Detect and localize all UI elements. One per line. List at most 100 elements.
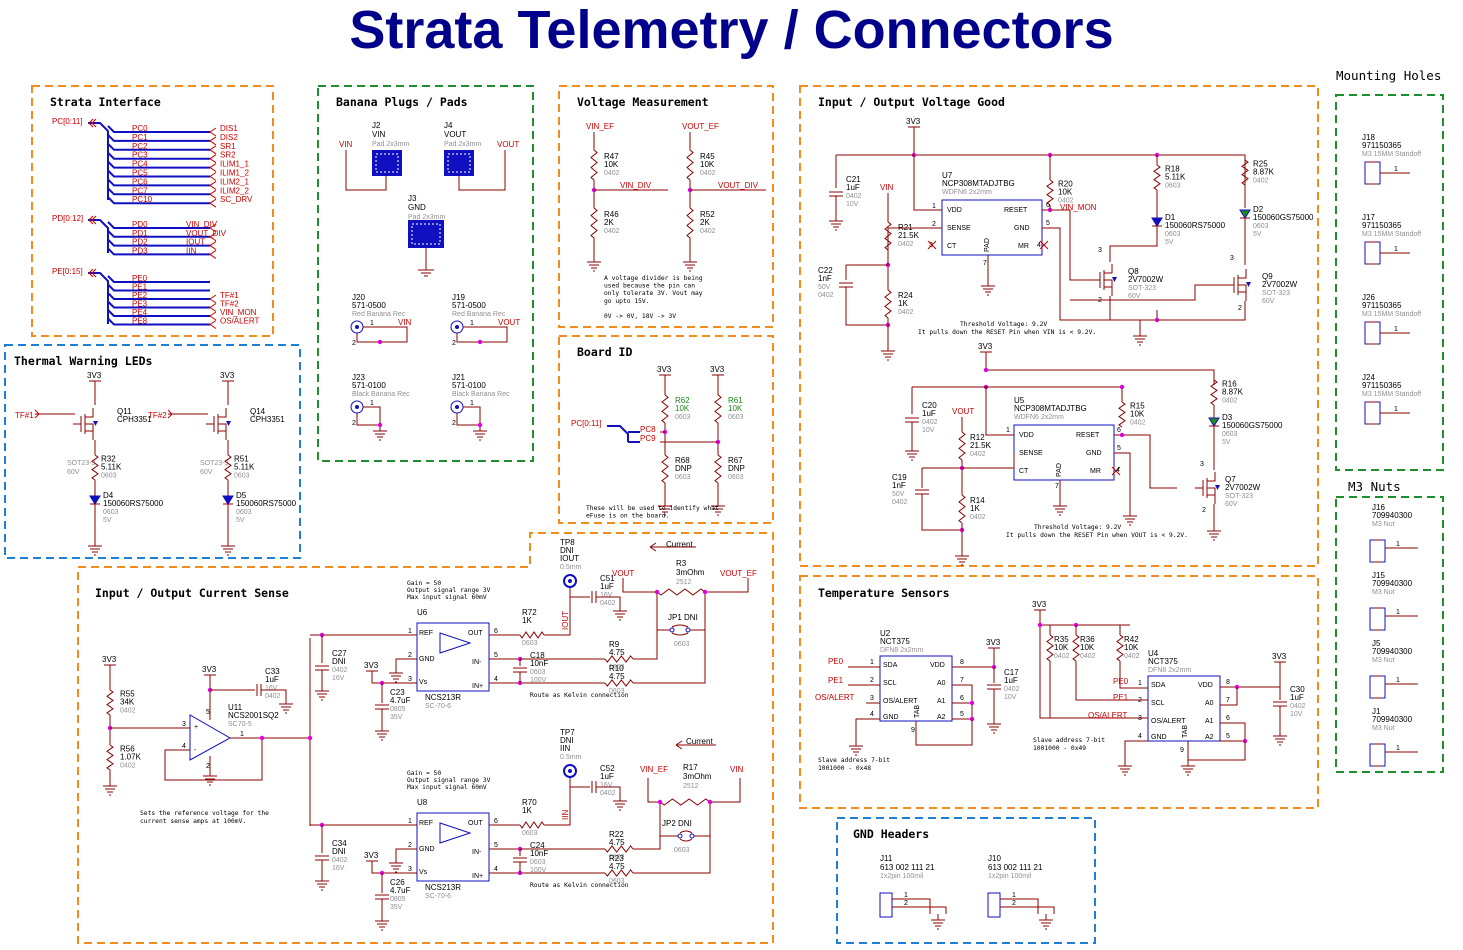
wire (1114, 452, 1131, 510)
pin-number: 1 (1394, 166, 1398, 173)
resistor-ref: R14 (970, 496, 985, 505)
rec-center (455, 405, 459, 409)
amp-pin-inp: IN+ (472, 873, 483, 880)
mosfet-diode (226, 421, 231, 426)
capacitor-text: C26 (390, 878, 405, 887)
pin-number: 1 (1006, 427, 1010, 434)
ground-symbol (315, 875, 329, 891)
capacitor-text: 16V (332, 865, 345, 872)
temperature-box (799, 575, 1319, 809)
mounting-holes-box (1335, 94, 1444, 471)
capacitor (905, 417, 919, 423)
temp-value: NCT375 (880, 637, 910, 646)
svg-text:Pad 2x3mm: Pad 2x3mm (444, 141, 482, 148)
capacitor-text: C22 (818, 266, 833, 275)
led-body (1239, 209, 1251, 219)
resistor-ref: R56 (120, 745, 135, 754)
ground-symbol (711, 500, 725, 516)
pin-number: 7 (983, 260, 987, 267)
bus-wire (107, 187, 210, 196)
bus-pin-label: PC1 (132, 133, 148, 142)
pin-number: 1 (1396, 609, 1400, 616)
ground-lines (849, 740, 863, 756)
current-arrow (649, 542, 696, 552)
resistor-ref: R51 (234, 455, 249, 464)
amp-pin-inm: IN- (472, 659, 482, 666)
resistor-package: 0402 (120, 708, 136, 715)
resistor-ref: R25 (1253, 160, 1268, 169)
mh-body (1364, 161, 1381, 185)
ground-symbol (1118, 760, 1132, 776)
capacitor (1273, 701, 1287, 707)
board-id-bus: PC[0:11] (571, 419, 602, 428)
bus-pin-label: PC0 (132, 124, 148, 133)
r17-ref: R17 (683, 763, 698, 772)
amp-symbol (439, 822, 472, 844)
bus-pin-label: PD3 (132, 246, 148, 255)
resistor-ref: R36 (1080, 635, 1095, 644)
board-id-group: PC[0:11]PC8PC93V3R6210K0603R68DNP06033V3… (571, 365, 745, 520)
capacitor-text: 0402 (600, 600, 616, 607)
pin-number: 2 (352, 420, 356, 427)
pin-number: 4 (494, 866, 498, 873)
wire (1075, 661, 1148, 701)
resistor-ref: R67 (728, 456, 743, 465)
amp-pin-vs: Vs (419, 869, 428, 876)
ground-lines (658, 500, 672, 516)
fet-rating: 60V (1225, 501, 1238, 508)
fet-package: SOT-323 (1128, 285, 1156, 292)
gnd-headers-heading: GND Headers (853, 827, 929, 841)
jumper-pad (677, 833, 683, 839)
capacitor-text: 10V (846, 201, 859, 208)
temp-note: Slave address 7-bit (818, 757, 890, 764)
vout-net: VOUT (952, 407, 974, 416)
capacitor-text: C23 (390, 688, 405, 697)
rec-ref: J19 (452, 293, 465, 302)
ic-pin-pad: PAD (984, 238, 991, 252)
opamp-u11 (189, 714, 232, 761)
capacitor-text: C20 (922, 401, 937, 410)
resistor-package: 0603 (522, 830, 538, 837)
pin-number: 4 (182, 743, 186, 750)
junction (477, 339, 483, 345)
junction (377, 422, 383, 428)
pin-number: 3 (1200, 461, 1204, 468)
wire (544, 587, 571, 636)
divider-note: 0V -> 0V, 18V -> 3V (604, 313, 676, 320)
ground-symbol (1133, 330, 1147, 346)
board-id-note: These will be used to identify what (586, 505, 719, 512)
resistor-ref: R70 (522, 798, 537, 807)
net-arrow (209, 145, 217, 155)
r17-package: 2512 (683, 783, 699, 790)
capacitor-text: 1uF (265, 675, 279, 684)
resistor (590, 207, 598, 239)
amp-value: NCS213R (425, 883, 461, 892)
tp-net: IIN (560, 744, 570, 753)
ic-pin-reset: RESET (1004, 207, 1028, 214)
ground-symbol (658, 500, 672, 516)
wire (1157, 301, 1246, 321)
ground-symbol (931, 914, 945, 930)
capacitor-text: 10V (1004, 694, 1017, 701)
bus-wire (107, 151, 210, 160)
power-label: 3V3 (364, 851, 379, 860)
resistor (659, 798, 711, 806)
hdr-sub: 1x2pin 100mil (988, 873, 1032, 880)
capacitor-text: 50V (818, 284, 831, 291)
ground-symbol (849, 740, 863, 756)
ic-pin-mr: MR (1090, 468, 1101, 475)
bus-net-label: SR2 (220, 151, 236, 160)
power-label: 3V3 (1032, 600, 1047, 609)
pin-number: 3 (1138, 715, 1142, 722)
pin-number: 9 (1180, 747, 1184, 754)
net-arrow (209, 154, 217, 164)
bus-wire (107, 300, 210, 309)
pin-number: 1 (1394, 326, 1398, 333)
amp-ref: U8 (417, 798, 428, 807)
